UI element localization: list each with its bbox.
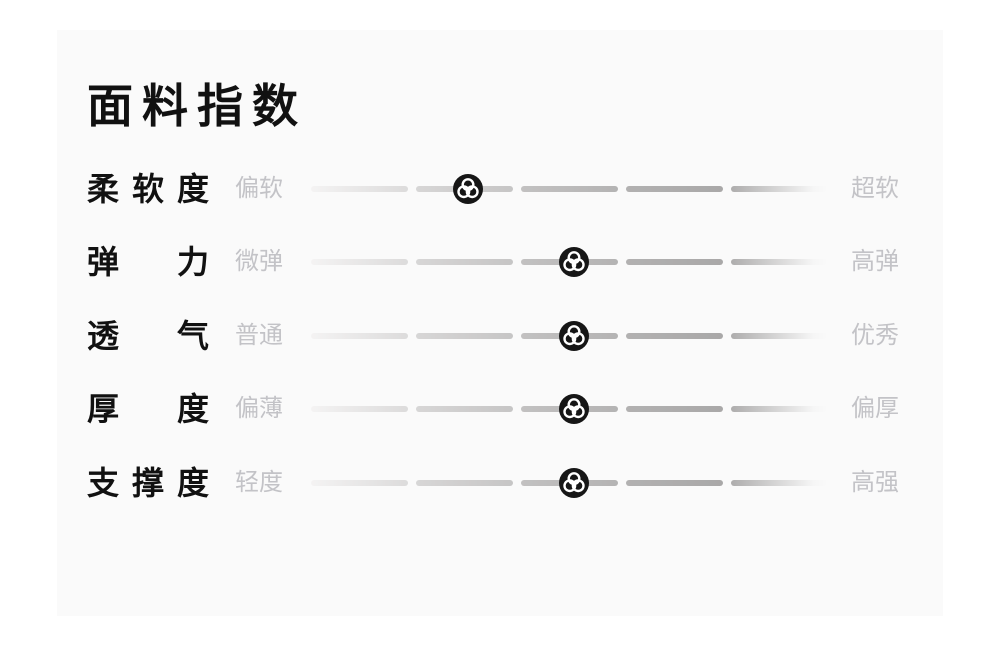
track-segment [731,332,828,339]
index-row-elasticity: 弹力 微弹 高弹 [87,226,913,300]
track-segment [311,406,408,413]
min-value-label: 普通 [235,321,283,349]
min-value-label: 微弹 [235,248,283,276]
track-segment [521,185,618,192]
track-segment [311,185,408,192]
min-value-label: 轻度 [235,468,283,496]
row-label: 柔软度 [87,170,209,207]
rating-track [311,320,828,351]
min-value-label: 偏薄 [235,395,283,423]
rating-track [311,173,828,204]
track-segment [626,185,723,192]
track-segment [731,185,828,192]
track-segment [311,332,408,339]
rating-track [311,394,828,425]
row-label: 透气 [87,317,209,354]
track-segment [731,406,828,413]
index-row-breathability: 透气 普通 优秀 [87,299,913,373]
track-segment [731,479,828,486]
track-segment [731,259,828,266]
track-segment [626,332,723,339]
track-segment [311,479,408,486]
track-segment [521,406,618,413]
fabric-index-card: 面料指数 柔软度 偏软 超软 [57,30,943,616]
row-label: 厚度 [87,391,209,428]
card-title: 面料指数 [87,80,307,132]
rating-track [311,467,828,498]
track-segment [416,259,513,266]
min-value-label: 偏软 [235,174,283,202]
row-label: 弹力 [87,244,209,281]
max-value-label: 偏厚 [851,395,899,423]
track-segment [416,479,513,486]
max-value-label: 优秀 [851,321,899,349]
rating-track [311,247,828,278]
track-segment [626,406,723,413]
row-label: 支撑度 [87,464,209,501]
track-segment [416,185,513,192]
track-segment [626,479,723,486]
index-row-softness: 柔软度 偏软 超软 [87,152,913,226]
max-value-label: 高强 [851,468,899,496]
track-segment [311,259,408,266]
track-segment [521,332,618,339]
index-row-thickness: 厚度 偏薄 偏厚 [87,373,913,447]
index-rows: 柔软度 偏软 超软 弹力 微 [87,152,913,520]
track-segment [416,406,513,413]
track-segment [521,259,618,266]
max-value-label: 高弹 [851,248,899,276]
track-segment [416,332,513,339]
track-segment [626,259,723,266]
index-row-support: 支撑度 轻度 高强 [87,446,913,520]
track-segment [521,479,618,486]
max-value-label: 超软 [851,174,899,202]
